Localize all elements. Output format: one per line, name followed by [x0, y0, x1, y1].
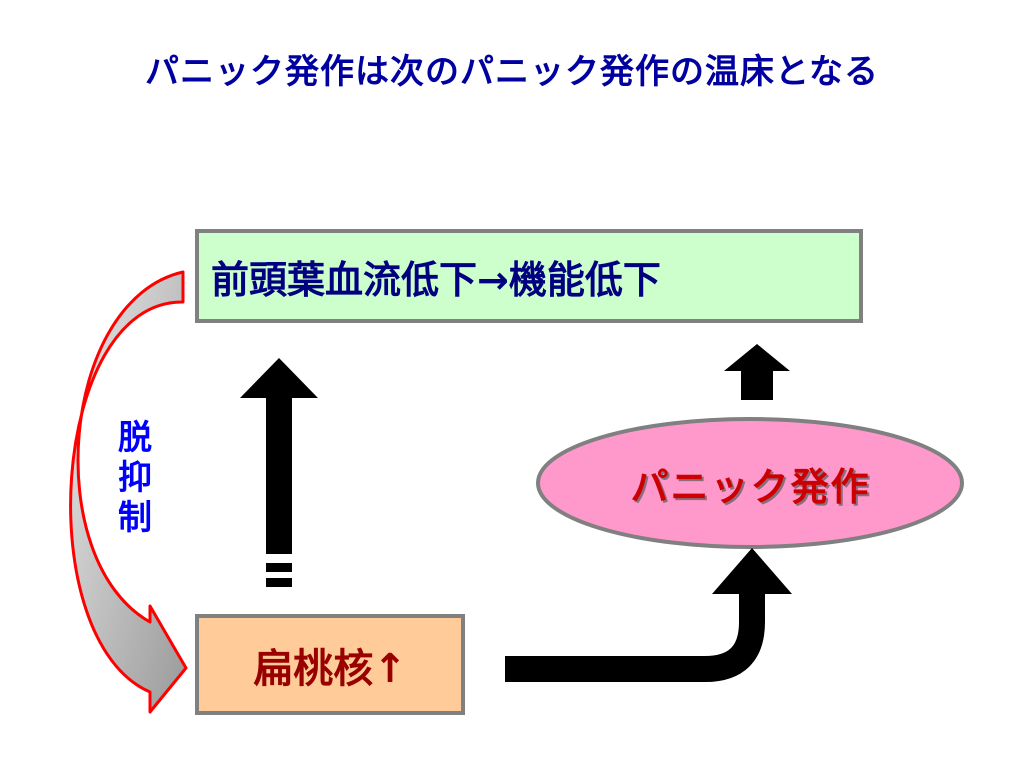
- panic-attack-ellipse: [536, 417, 964, 549]
- panic-attack-label: パニック発作: [630, 464, 871, 509]
- disinhibition-char-3: 制: [118, 498, 152, 538]
- disinhibition-curved-arrow: [69, 270, 188, 714]
- disinhibition-label: 脱 抑 制: [110, 418, 160, 538]
- panic-to-frontal-arrow: [724, 344, 790, 400]
- amygdala-label: 扁桃核↑: [253, 645, 407, 692]
- amygdala-to-panic-arrow: [505, 548, 792, 682]
- frontal-lobe-box: 前頭葉血流低下→機能低下: [195, 229, 863, 323]
- frontal-lobe-label: 前頭葉血流低下→機能低下: [211, 257, 661, 302]
- amygdala-box: 扁桃核↑: [195, 614, 465, 715]
- disinhibition-char-1: 脱: [118, 418, 152, 458]
- page-title: パニック発作は次のパニック発作の温床となる: [145, 52, 879, 92]
- disinhibition-char-2: 抑: [118, 458, 152, 498]
- suppression-up-arrow: [240, 358, 318, 587]
